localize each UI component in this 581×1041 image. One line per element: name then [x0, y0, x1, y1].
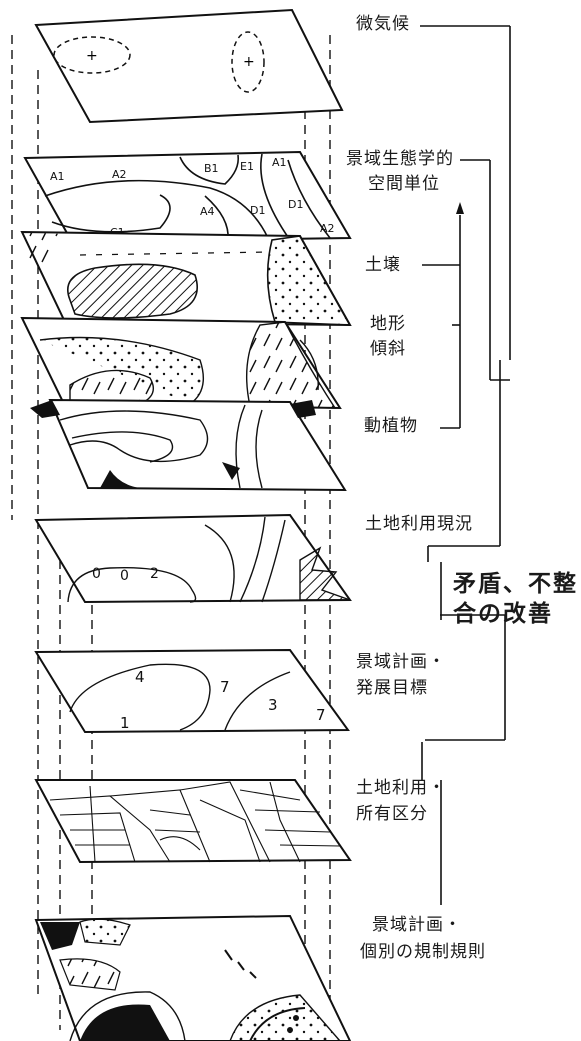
map-mark: A4: [200, 205, 215, 218]
label-improvement-line1: 矛盾、不整: [453, 571, 578, 597]
label-soil: 土壌: [365, 255, 401, 275]
layer-plan-goals: 4 7 3 7 1: [34, 648, 350, 734]
map-mark: D1: [288, 198, 303, 211]
map-mark: A1: [50, 170, 65, 183]
label-flora-fauna: 動植物: [364, 416, 418, 436]
label-land-ownership-line2: 所有区分: [356, 804, 428, 824]
layer-land-ownership: [34, 779, 352, 864]
map-mark: 7: [220, 678, 230, 696]
label-plan-goals-line2: 発展目標: [356, 678, 428, 698]
map-mark: +: [243, 54, 255, 70]
map-mark: 3: [268, 696, 278, 714]
layer-plan-regulations: [34, 914, 352, 1041]
label-current-land-use: 土地利用現況: [365, 514, 473, 534]
label-landscape-units-line2: 空間単位: [368, 174, 440, 194]
map-mark: 0: [120, 568, 129, 584]
layer-terrain: [20, 316, 342, 410]
label-improvement-line2: 合の改善: [453, 601, 553, 627]
layer-soil: [20, 230, 352, 327]
map-mark: A1: [272, 156, 287, 169]
map-mark: A2: [112, 168, 127, 181]
label-landscape-units-line1: 景域生態学的: [346, 149, 454, 169]
map-mark: B1: [204, 162, 219, 175]
label-plan-regulations-line1: 景域計画・: [372, 915, 462, 935]
map-mark: D1: [250, 204, 265, 217]
label-land-ownership-line1: 土地利用・: [356, 778, 446, 798]
map-mark: 1: [120, 714, 130, 732]
layer-flora-fauna: [30, 398, 347, 492]
label-microclimate: 微気候: [356, 14, 410, 34]
map-mark: 4: [135, 668, 145, 686]
map-mark: 2: [150, 566, 159, 582]
label-terrain-line1: 地形: [370, 314, 406, 334]
map-mark: +: [86, 48, 98, 64]
map-mark: 7: [316, 706, 326, 724]
label-connectors: [420, 25, 511, 905]
label-terrain-line2: 傾斜: [370, 339, 406, 359]
label-plan-goals-line1: 景域計画・: [356, 652, 446, 672]
arrow-up-icon: [456, 202, 464, 214]
map-mark: 0: [92, 566, 101, 582]
map-mark: A2: [320, 222, 335, 235]
layer-current-land-use: 0 0 2: [34, 513, 352, 604]
layer-landscape-units: A1 A2 B1 E1 A1 C1 A4 D1 D1 A2: [23, 150, 352, 244]
label-plan-regulations-line2: 個別の規制規則: [360, 942, 486, 962]
layer-microclimate: + +: [34, 8, 344, 124]
map-mark: E1: [240, 160, 254, 173]
